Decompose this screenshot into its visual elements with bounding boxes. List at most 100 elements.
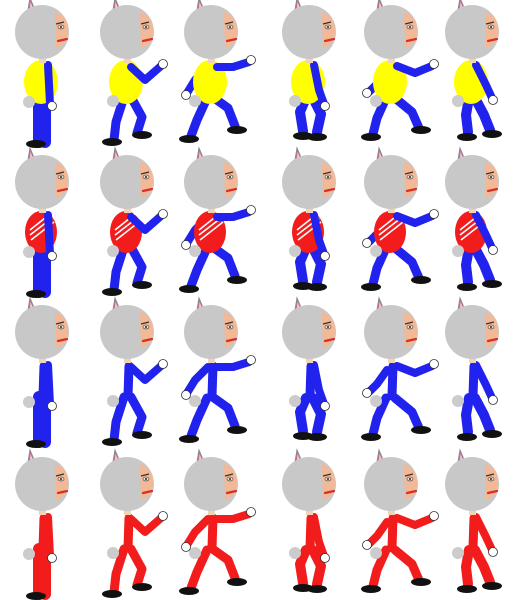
sprite-no-shirt-red-suit-walk-2 [179, 448, 256, 595]
eyebrow [55, 473, 65, 477]
front-arm [472, 211, 496, 252]
tail [289, 95, 301, 107]
inner-ear [30, 152, 33, 158]
shoe [482, 130, 502, 138]
eyebrow [404, 21, 414, 25]
suit-torso [207, 361, 218, 401]
eyebrow [485, 321, 495, 325]
inner-ear [460, 302, 463, 308]
inner-ear [199, 2, 202, 8]
eyebrow [224, 171, 234, 175]
mouth [141, 337, 154, 343]
eye [144, 175, 148, 179]
leg [368, 393, 391, 439]
glove [429, 59, 439, 69]
eye [326, 477, 330, 481]
sprite-no-shirt-blue-suit-walk-5 [445, 296, 502, 441]
leg [308, 545, 326, 589]
glove [429, 511, 439, 521]
front-arm [44, 513, 54, 560]
front-arm [472, 361, 496, 402]
front-arm [127, 362, 165, 384]
glove [246, 55, 256, 65]
shoe [361, 433, 381, 441]
shoe [457, 283, 477, 291]
inner-ear [379, 2, 382, 8]
sprite-no-shirt-red-suit-walk-1 [100, 448, 168, 598]
sprite-red-striped-shirt-blue-pants-walk-5 [445, 146, 502, 291]
eye [408, 25, 412, 29]
tail [289, 547, 301, 559]
mouth [323, 489, 336, 495]
shoe [227, 276, 247, 284]
leg [209, 393, 240, 431]
front-arm [310, 513, 328, 560]
eye [489, 477, 493, 481]
eye [489, 25, 493, 29]
mouth [56, 187, 69, 193]
glove [47, 101, 57, 111]
shoe [227, 126, 247, 134]
leg [368, 545, 391, 591]
glove [362, 540, 372, 550]
leg [126, 92, 147, 138]
glove [47, 553, 57, 563]
sprite-no-shirt-red-suit-walk-3 [282, 448, 336, 593]
front-arm [472, 513, 496, 554]
leg [470, 545, 495, 587]
shoe [457, 433, 477, 441]
leg [390, 545, 424, 585]
glove [320, 251, 330, 261]
leg [390, 243, 424, 283]
mouth [225, 489, 238, 495]
front-arm [310, 361, 328, 408]
leg [186, 545, 212, 593]
eyebrow [322, 321, 332, 325]
eyebrow [224, 473, 234, 477]
inner-ear [379, 302, 382, 308]
front-arm [393, 62, 436, 77]
sprite-no-shirt-blue-suit-walk-3 [282, 296, 336, 441]
glove [47, 251, 57, 261]
yellow-shirt [373, 60, 407, 104]
front-arm [213, 208, 253, 221]
shoe [132, 281, 152, 289]
leg [126, 242, 147, 288]
tail [23, 548, 35, 560]
shoe [179, 135, 199, 143]
inner-ear [199, 454, 202, 460]
glove [158, 511, 168, 521]
shoe [457, 585, 477, 593]
inner-ear [297, 302, 300, 308]
mouth [405, 337, 418, 343]
leg [295, 545, 311, 588]
eye [59, 477, 63, 481]
glove [158, 59, 168, 69]
eye [408, 325, 412, 329]
inner-ear [115, 2, 118, 8]
shoe [482, 280, 502, 288]
eye [326, 175, 330, 179]
eye [489, 325, 493, 329]
tail [189, 245, 201, 257]
front-arm [213, 58, 253, 71]
eye [489, 175, 493, 179]
tail [370, 547, 382, 559]
shoe [482, 582, 502, 590]
eye [144, 25, 148, 29]
shoe [132, 583, 152, 591]
front-arm [393, 362, 436, 377]
sprite-red-striped-shirt-blue-pants-stand [15, 146, 69, 298]
front-arm [213, 510, 253, 523]
eye [59, 325, 63, 329]
tail [289, 395, 301, 407]
eye [408, 175, 412, 179]
shirt-stripe [378, 217, 402, 236]
glove [246, 507, 256, 517]
sprite-yellow-shirt-blue-pants-walk-1 [100, 0, 168, 146]
leg [470, 393, 495, 435]
inner-ear [199, 302, 202, 308]
eyebrow [140, 21, 150, 25]
eye [59, 175, 63, 179]
